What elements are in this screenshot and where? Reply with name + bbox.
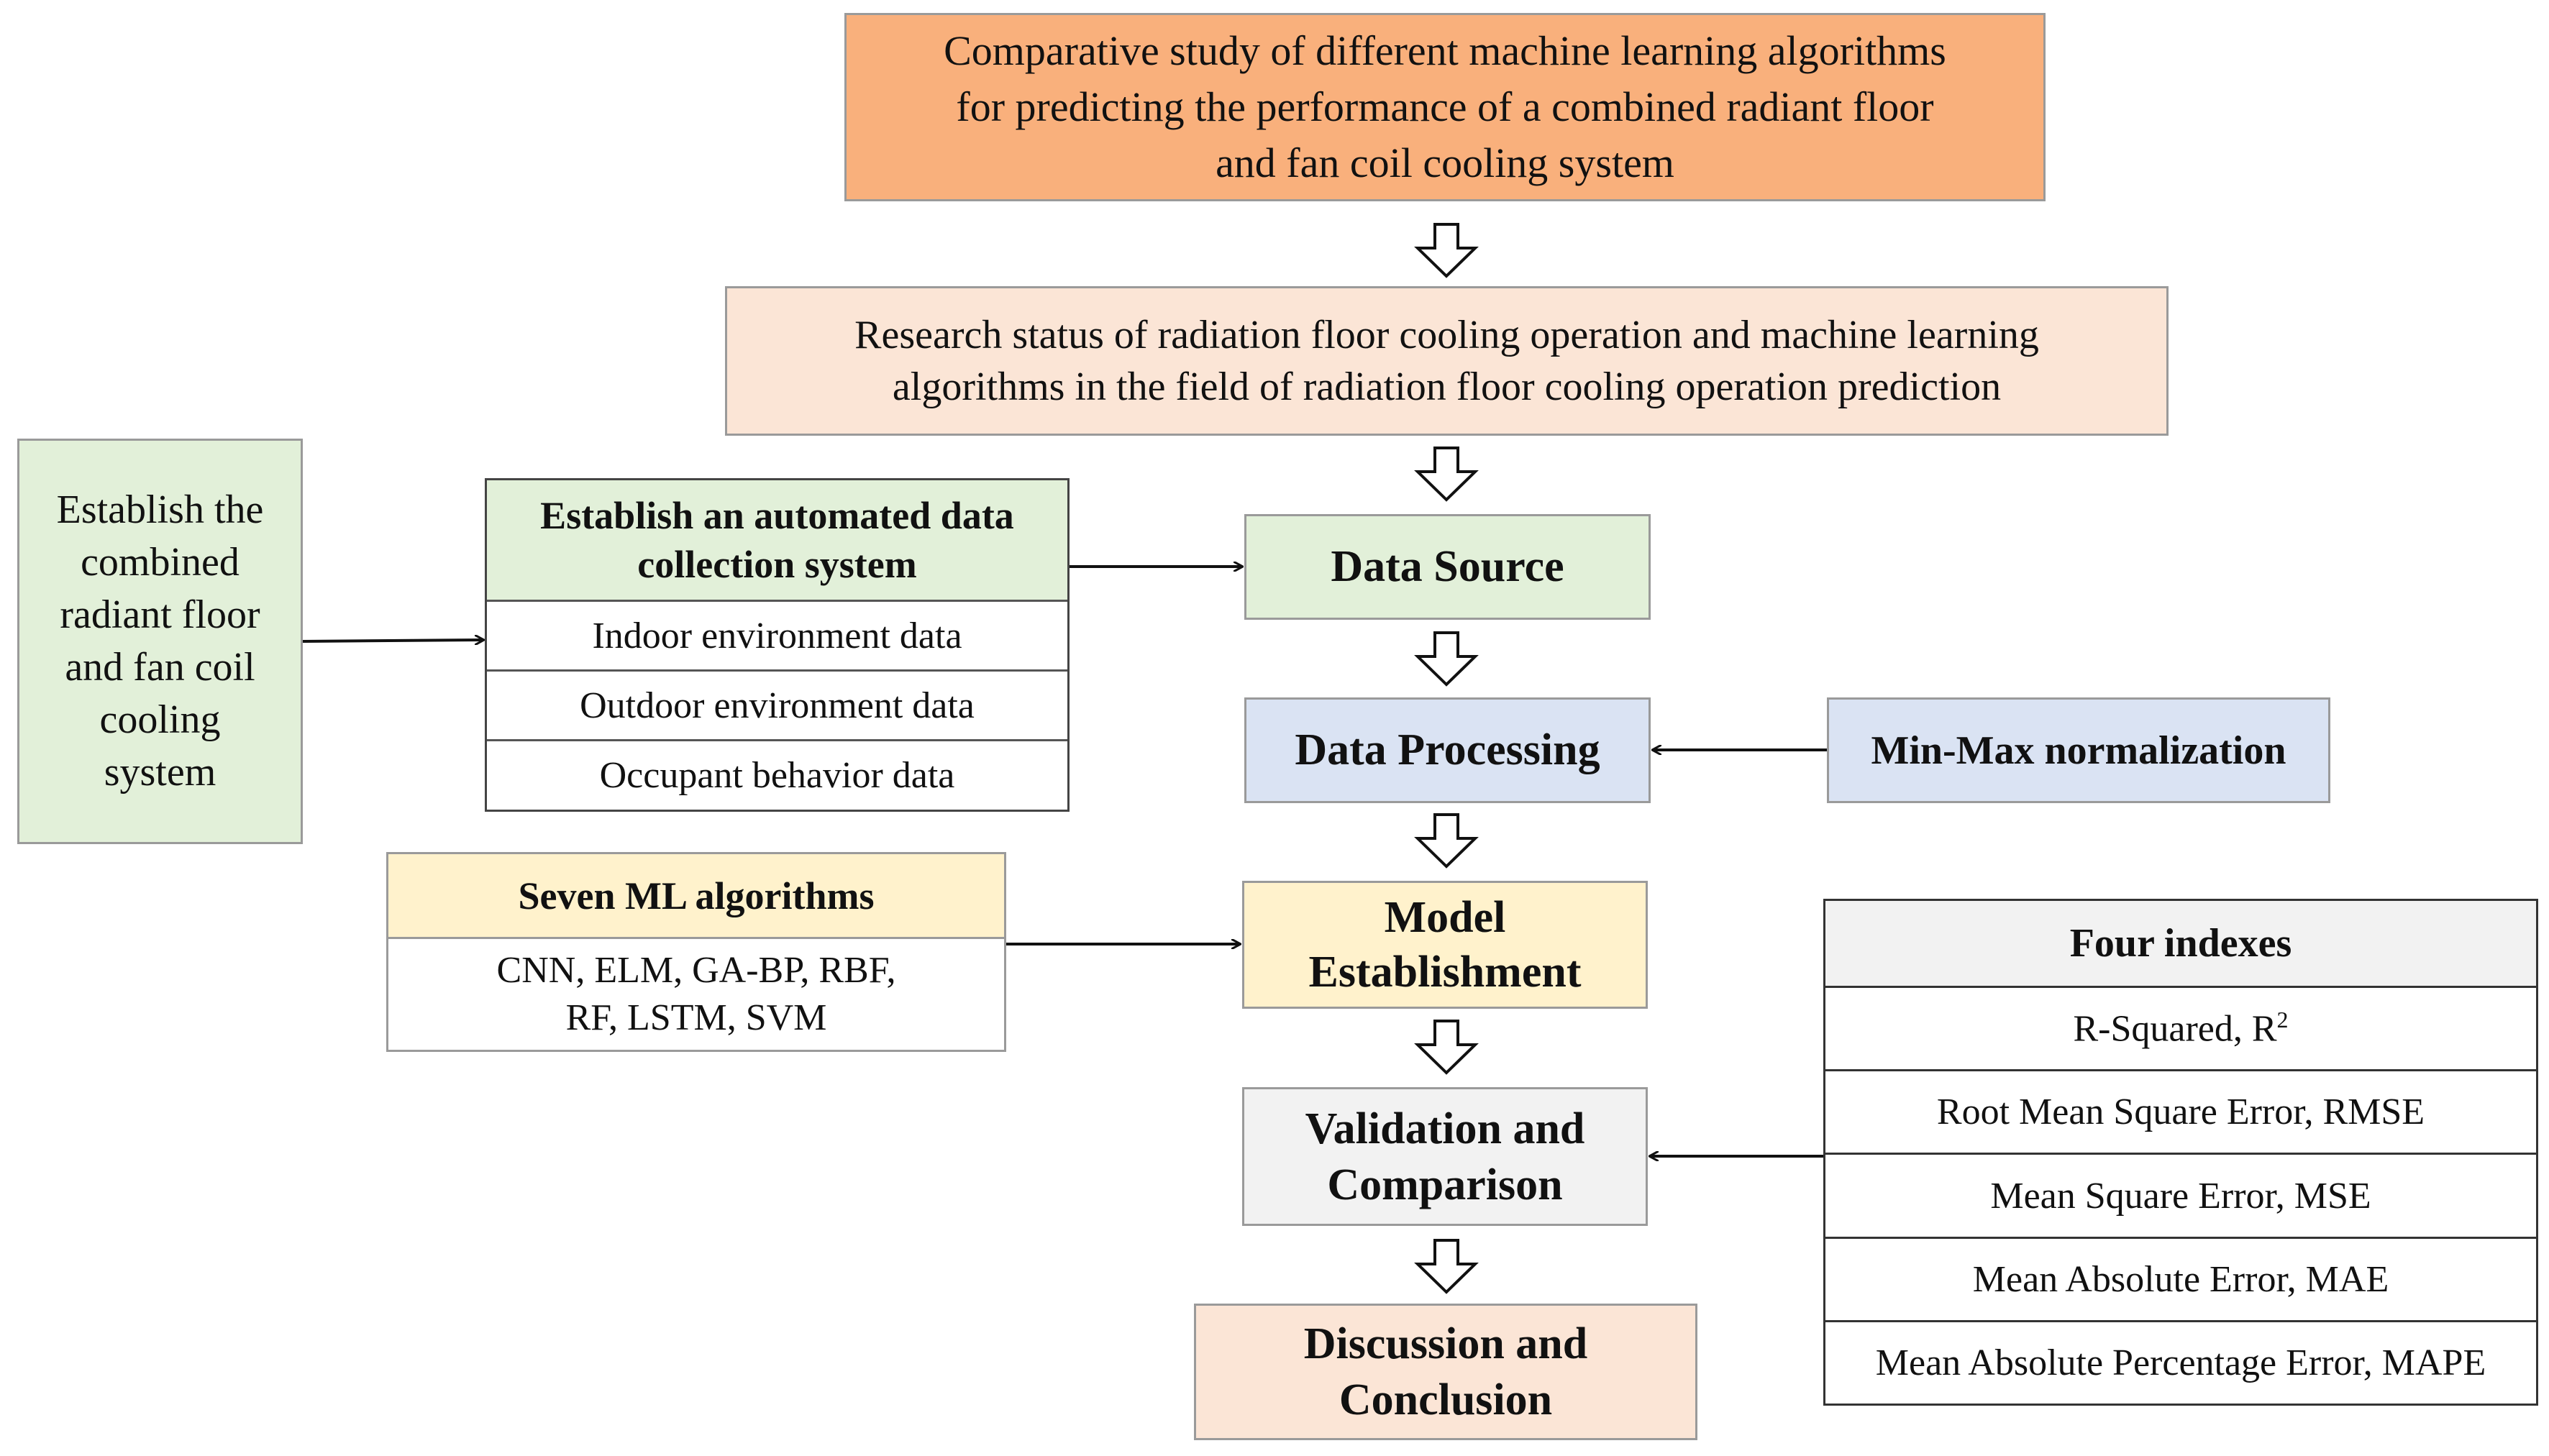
- index-row: Mean Absolute Percentage Error, MAPE: [1825, 1320, 2536, 1404]
- down-arrow-5: [1414, 1020, 1479, 1075]
- down-arrow-1: [1414, 223, 1479, 278]
- data-collection-row: Occupant behavior data: [487, 739, 1067, 810]
- title-line: Comparative study of different machine l…: [944, 27, 1946, 74]
- model-establishment-box: Model Establishment: [1242, 881, 1648, 1009]
- ml-algorithms-line: CNN, ELM, GA-BP, RBF,: [496, 950, 896, 991]
- index-row: R-Squared, R2: [1825, 986, 2536, 1069]
- ml-algorithms-line: RF, LSTM, SVM: [565, 997, 827, 1038]
- indexes-header-label: Four indexes: [2069, 921, 2292, 966]
- establish-line: Establish the: [56, 487, 264, 532]
- establish-line: cooling: [99, 697, 221, 742]
- discussion-line: Discussion and: [1303, 1319, 1588, 1368]
- mape-label: Mean Absolute Percentage Error, MAPE: [1875, 1342, 2486, 1383]
- ml-algorithms-header: Seven ML algorithms: [388, 854, 1004, 937]
- ml-algorithms-table: Seven ML algorithms CNN, ELM, GA-BP, RBF…: [386, 852, 1006, 1052]
- data-processing-label: Data Processing: [1295, 725, 1600, 774]
- establish-line: combined: [81, 540, 240, 585]
- establish-line: system: [104, 750, 216, 795]
- index-row: Root Mean Square Error, RMSE: [1825, 1069, 2536, 1153]
- outdoor-data-label: Outdoor environment data: [580, 684, 975, 726]
- research-status-box: Research status of radiation floor cooli…: [725, 286, 2169, 436]
- data-collection-table: Establish an automated data collection s…: [485, 478, 1070, 812]
- r-squared-text: R-Squared, R: [2073, 1008, 2277, 1050]
- indoor-data-label: Indoor environment data: [592, 615, 962, 656]
- data-collection-header-line: collection system: [637, 543, 917, 586]
- mse-label: Mean Square Error, MSE: [1990, 1175, 2371, 1217]
- normalization-box: Min-Max normalization: [1827, 697, 2330, 803]
- index-row: Mean Square Error, MSE: [1825, 1153, 2536, 1237]
- title-box: Comparative study of different machine l…: [844, 13, 2046, 201]
- indexes-table: Four indexes R-Squared, R2 Root Mean Squ…: [1823, 899, 2538, 1406]
- data-collection-header: Establish an automated data collection s…: [487, 480, 1067, 600]
- ml-algorithms-body: CNN, ELM, GA-BP, RBF, RF, LSTM, SVM: [388, 937, 1004, 1050]
- data-source-label: Data Source: [1331, 542, 1564, 591]
- discussion-box: Discussion and Conclusion: [1194, 1304, 1697, 1440]
- data-collection-row: Outdoor environment data: [487, 669, 1067, 739]
- down-arrow-3: [1414, 631, 1479, 687]
- model-establishment-line: Model: [1384, 893, 1506, 942]
- title-line: and fan coil cooling system: [1216, 139, 1674, 186]
- occupant-data-label: Occupant behavior data: [599, 755, 955, 796]
- indexes-header: Four indexes: [1825, 901, 2536, 986]
- discussion-line: Conclusion: [1339, 1375, 1553, 1424]
- validation-line: Validation and: [1305, 1104, 1585, 1153]
- r-squared-label: R-Squared, R2: [2073, 1007, 2288, 1050]
- data-source-box: Data Source: [1244, 514, 1651, 620]
- down-arrow-6: [1414, 1239, 1479, 1294]
- ml-algorithms-header-label: Seven ML algorithms: [518, 874, 875, 917]
- validation-line: Comparison: [1327, 1160, 1563, 1209]
- data-collection-row: Indoor environment data: [487, 600, 1067, 669]
- r-squared-superscript: 2: [2276, 1007, 2289, 1033]
- index-row: Mean Absolute Error, MAE: [1825, 1237, 2536, 1320]
- arrow-establish-to-collection: [302, 640, 483, 641]
- data-processing-box: Data Processing: [1244, 697, 1651, 803]
- validation-box: Validation and Comparison: [1242, 1087, 1648, 1226]
- down-arrow-4: [1414, 813, 1479, 869]
- establish-system-box: Establish the combined radiant floor and…: [17, 439, 303, 844]
- model-establishment-line: Establishment: [1308, 948, 1582, 997]
- establish-line: radiant floor: [60, 592, 260, 637]
- rmse-label: Root Mean Square Error, RMSE: [1936, 1091, 2425, 1132]
- research-line: algorithms in the field of radiation flo…: [892, 365, 2002, 409]
- data-collection-header-line: Establish an automated data: [540, 494, 1014, 537]
- down-arrow-2: [1414, 447, 1479, 502]
- research-line: Research status of radiation floor cooli…: [854, 313, 2039, 357]
- mae-label: Mean Absolute Error, MAE: [1972, 1259, 2389, 1300]
- establish-line: and fan coil: [65, 645, 255, 690]
- title-line: for predicting the performance of a comb…: [956, 83, 1934, 130]
- normalization-label: Min-Max normalization: [1871, 728, 2286, 773]
